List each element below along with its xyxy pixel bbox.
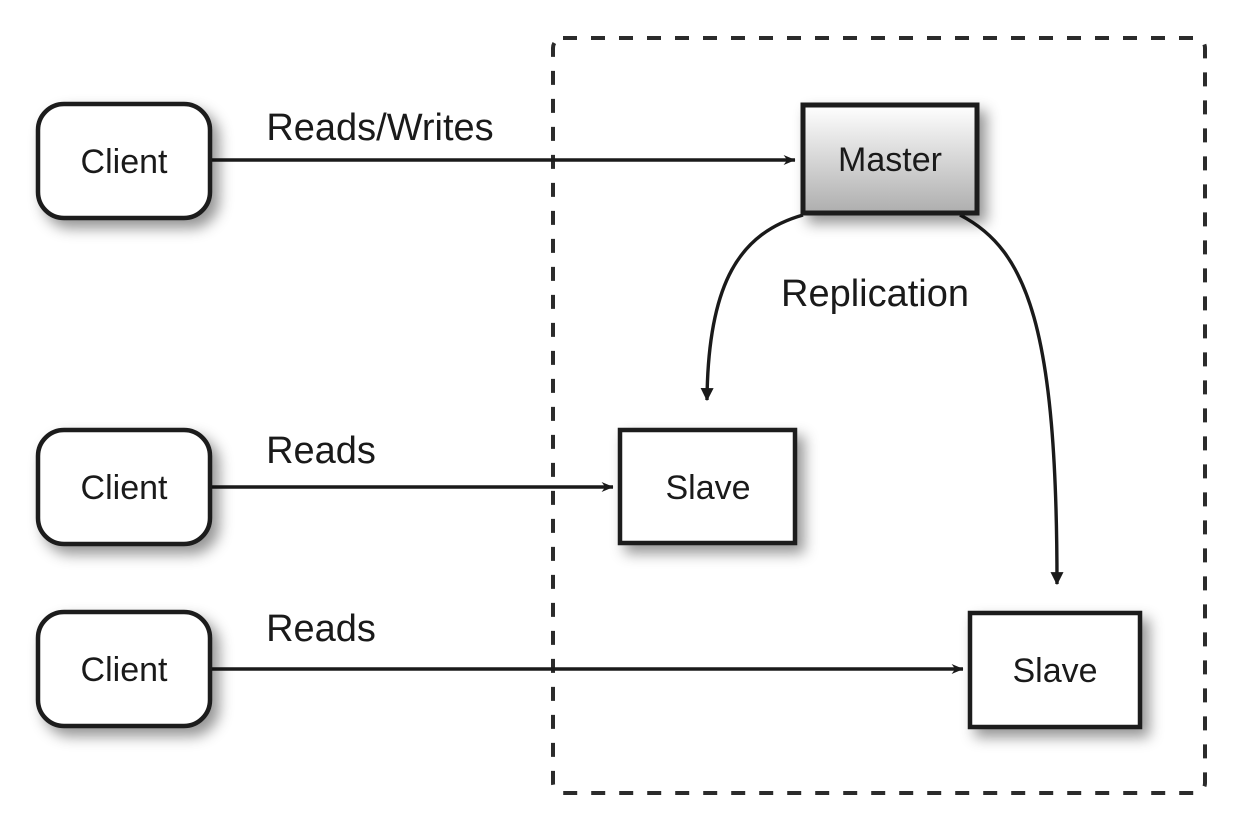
client-3-label: Client [81, 651, 168, 689]
node-master[interactable]: Master [800, 102, 980, 216]
client-2-label: Client [81, 469, 168, 507]
node-client-2[interactable]: Client [35, 427, 213, 547]
slave-1-shape [617, 427, 798, 546]
node-slave-1[interactable]: Slave [617, 427, 798, 546]
node-client-1[interactable]: Client [35, 101, 213, 221]
edge-label-reads-writes: Reads/Writes [266, 107, 493, 149]
client-3-shape [35, 609, 213, 729]
client-1-label: Client [81, 143, 168, 181]
slave-1-label: Slave [665, 469, 750, 507]
slave-2-shape [967, 610, 1143, 730]
node-slave-2[interactable]: Slave [967, 610, 1143, 730]
master-label: Master [838, 141, 942, 179]
slave-2-label: Slave [1012, 652, 1097, 690]
edge-label-replication: Replication [781, 273, 969, 315]
master-shape [800, 102, 980, 216]
edge-master-slave2 [959, 213, 1064, 586]
node-client-3[interactable]: Client [35, 609, 213, 729]
edge-master-slave1 [700, 213, 804, 402]
client-2-shape [35, 427, 213, 547]
database-cluster-boundary [551, 36, 1207, 795]
edge-label-reads-2: Reads [266, 608, 376, 650]
client-1-shape [35, 101, 213, 221]
edge-label-reads-1: Reads [266, 430, 376, 472]
